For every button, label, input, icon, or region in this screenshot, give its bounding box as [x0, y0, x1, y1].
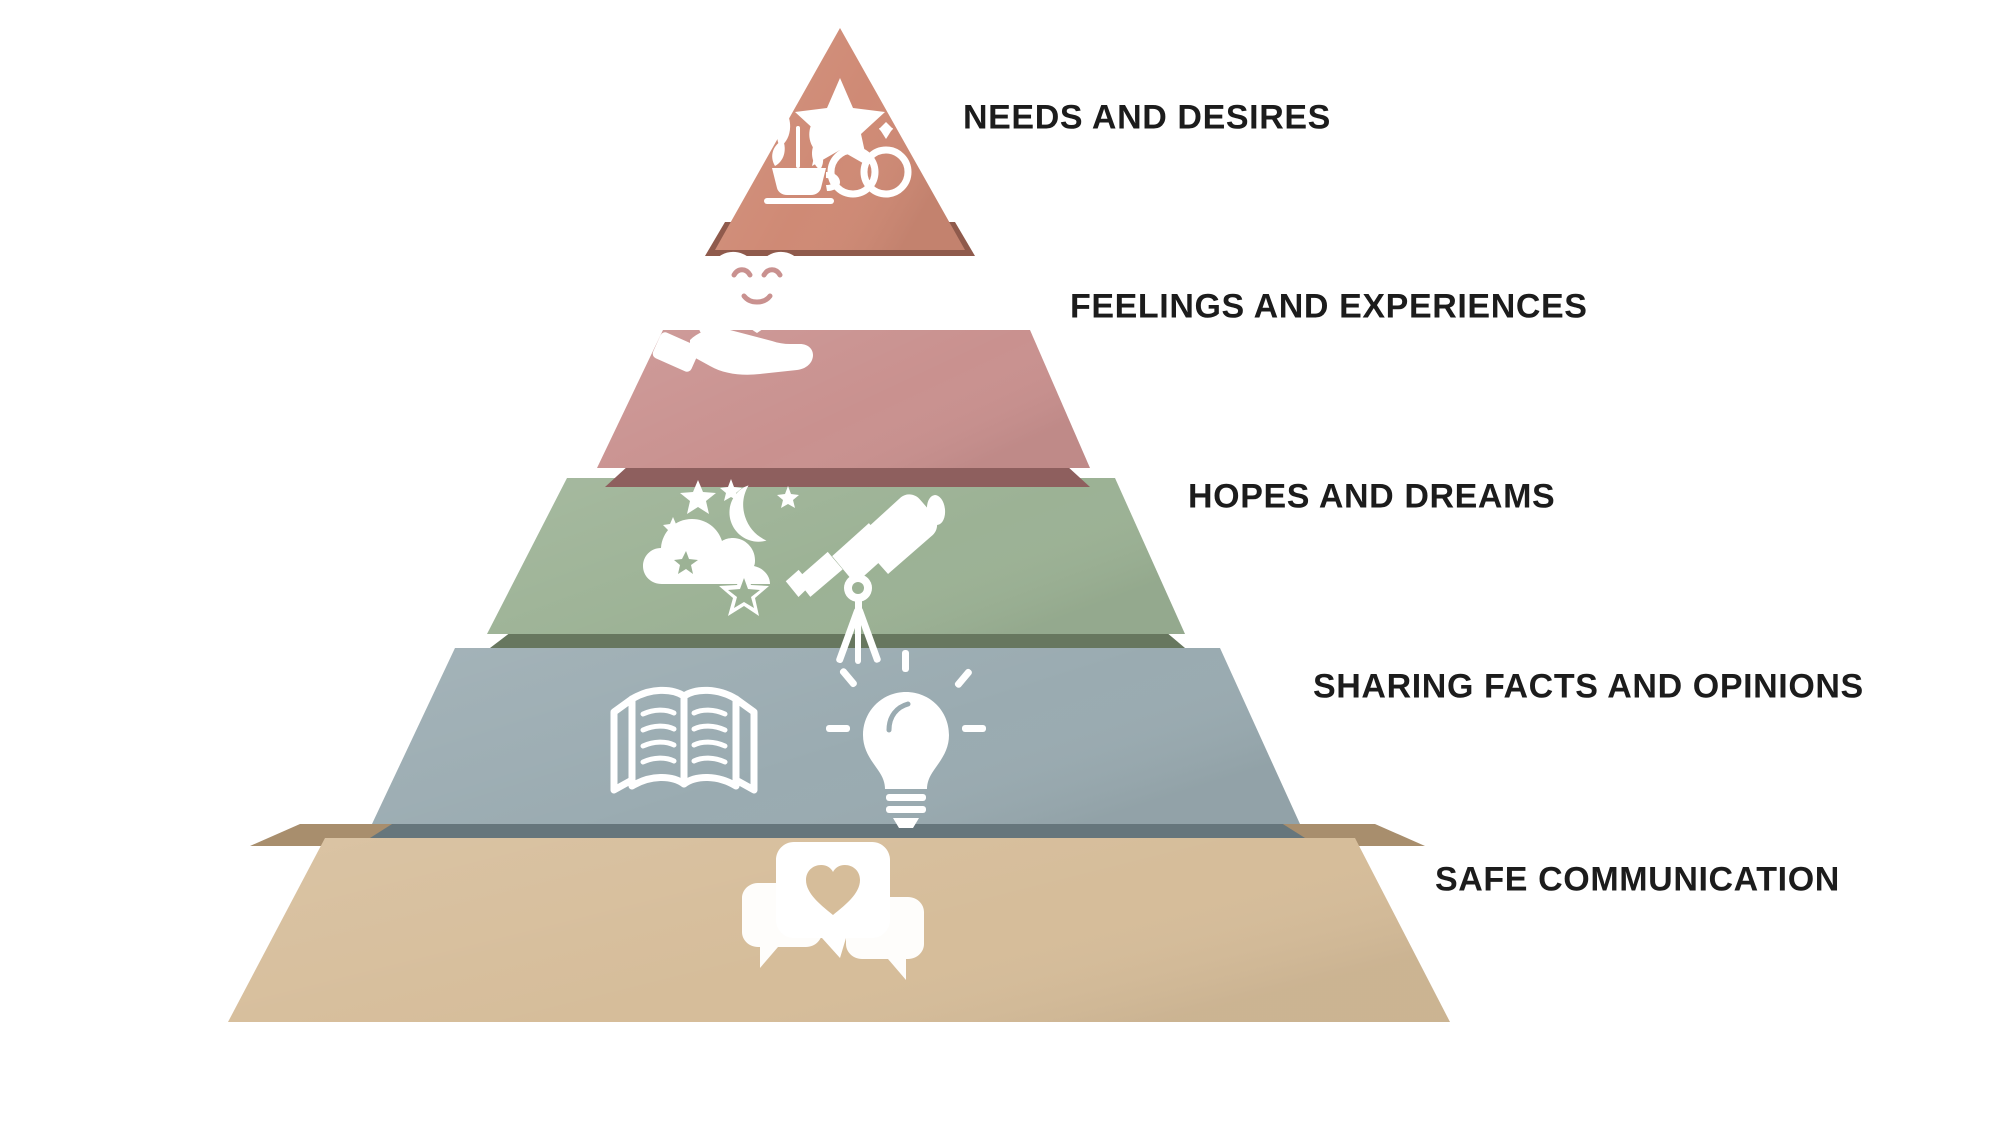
tier-3-icon-group	[643, 479, 946, 664]
tier-4-top-face-hilite	[372, 648, 1300, 824]
speech-bubbles-heart-icon	[742, 842, 924, 980]
tier-label-hopes-and-dreams: HOPES AND DREAMS	[1188, 477, 1556, 516]
pyramid-tier-4[interactable]	[370, 648, 1305, 838]
tier-4-icon-group	[610, 650, 986, 828]
tier-label-needs-and-desires: NEEDS AND DESIRES	[963, 98, 1331, 137]
lightbulb-icon	[826, 650, 986, 828]
telescope-icon	[785, 494, 946, 664]
tier-label-feelings-and-experiences: FEELINGS AND EXPERIENCES	[1070, 287, 1588, 326]
open-book-icon	[610, 686, 758, 794]
tier-2-icon-group	[652, 251, 823, 375]
tier-5-icon-group	[742, 842, 924, 980]
tier-1-icon-group	[764, 78, 912, 204]
smiling-heart-icon	[693, 251, 823, 335]
open-hand-icon	[652, 328, 813, 375]
tier-label-safe-communication: SAFE COMMUNICATION	[1435, 860, 1840, 899]
tier-label-sharing-facts-and-opinions: SHARING FACTS AND OPINIONS	[1313, 667, 1864, 706]
wedding-rings-icon	[827, 122, 912, 198]
potted-plant-cup-icon	[764, 118, 840, 204]
cloud-moon-stars-icon	[643, 479, 799, 616]
